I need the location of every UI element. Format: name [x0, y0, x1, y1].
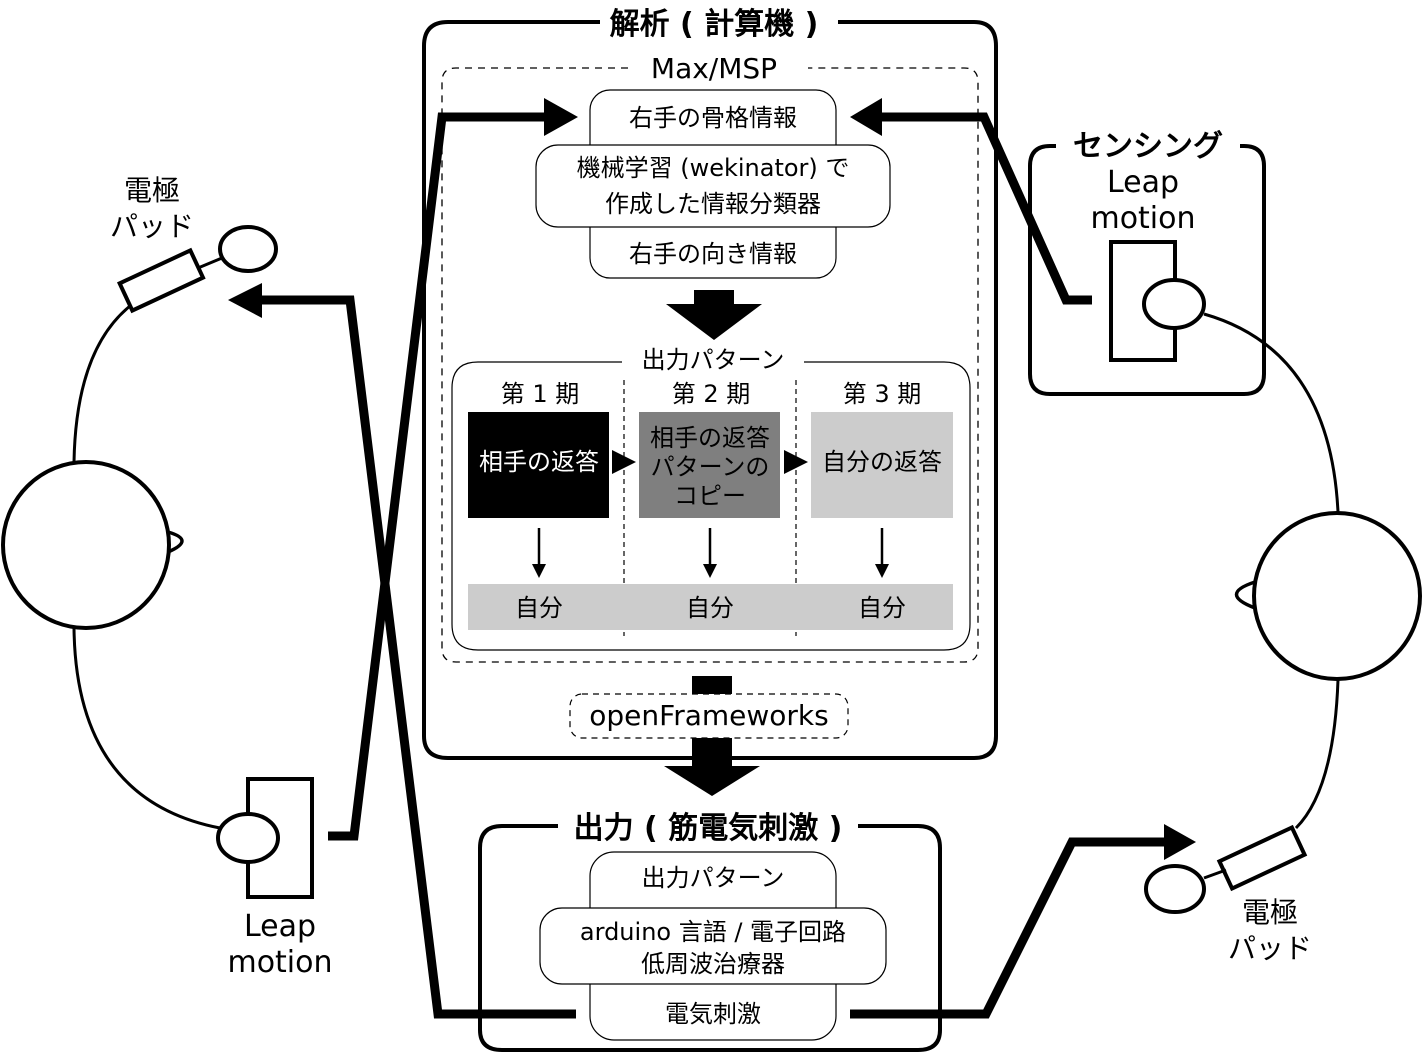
left-electrode-line2: パッド	[110, 210, 194, 243]
classifier-box: 機械学習 (wekinator) で 作成した情報分類器	[535, 144, 891, 228]
left-device-line2: motion	[227, 945, 332, 980]
classifier-line2: 作成した情報分類器	[605, 190, 821, 218]
maxmsp-box: Max/MSP	[441, 52, 979, 663]
maxmsp-label: Max/MSP	[651, 52, 777, 85]
left-hand-icon	[218, 225, 278, 273]
flow-stimulation-to-right-electrode	[850, 837, 1168, 1019]
circuit-line2: 低周波治療器	[641, 950, 785, 978]
phase-1-box-line: 相手の返答	[479, 448, 599, 476]
left-nose-icon	[167, 530, 184, 554]
phase-3-header: 第 3 期	[843, 380, 922, 408]
circuit-line1: arduino 言語 / 電子回路	[580, 918, 846, 946]
phase-2-box-line: パターンの	[651, 453, 770, 481]
sensing-title: センシング	[1073, 129, 1223, 164]
left-device-line1: Leap	[244, 909, 316, 944]
openframeworks-box: openFrameworks	[569, 693, 849, 739]
play-arrow-icon	[612, 450, 636, 474]
connector-block	[692, 676, 732, 696]
output-pattern-box: 出力パターン 第 1 期 相手の返答 自分 第 2 期 相手の返答 パターンの …	[451, 346, 971, 651]
flow-right-sensor-to-analysis	[880, 112, 1092, 305]
phase-2: 第 2 期 相手の返答 パターンの コピー 自分	[639, 380, 780, 622]
left-hand-icon	[216, 812, 280, 864]
right-electrode-line1: 電極	[1242, 896, 1298, 929]
orientation-info-label: 右手の向き情報	[629, 240, 797, 268]
hand-icon	[1142, 278, 1206, 330]
left-person: 電極 パッド Leap motion	[1, 174, 333, 980]
play-arrow-icon	[784, 450, 808, 474]
sensing-box: センシング Leap motion	[1028, 129, 1266, 396]
analysis-title: 解析 ( 計算機 )	[610, 7, 819, 42]
phase-3: 第 3 期 自分の返答 自分	[811, 380, 953, 622]
phase-1: 第 1 期 相手の返答 自分	[468, 380, 609, 622]
arrow-right-icon	[544, 98, 578, 136]
phase-2-box-line: コピー	[674, 482, 746, 510]
arrow-left-icon	[228, 283, 262, 318]
sensing-device-line2: motion	[1090, 201, 1195, 236]
sensing-device-line1: Leap	[1107, 165, 1179, 200]
right-electrode-pad	[1216, 824, 1308, 892]
output-title: 出力 ( 筋電気刺激 )	[574, 811, 843, 846]
skeleton-info-label: 右手の骨格情報	[629, 104, 797, 132]
down-arrow-icon	[664, 736, 760, 796]
stimulation-label: 電気刺激	[665, 1000, 761, 1028]
output-pattern-label: 出力パターン	[642, 864, 785, 892]
phase-1-box	[468, 412, 609, 518]
phase-1-header: 第 1 期	[501, 380, 580, 408]
arrow-left-icon	[850, 98, 882, 136]
arrow-down-icon	[875, 564, 889, 578]
arrow-right-icon	[1164, 824, 1196, 860]
phase-1-self: 自分	[515, 594, 563, 622]
classifier-line1: 機械学習 (wekinator) で	[577, 154, 850, 182]
output-box: 出力 ( 筋電気刺激 )	[478, 811, 942, 1052]
flow-stimulation-to-left-electrode	[260, 295, 576, 1019]
output-pattern-title: 出力パターン	[642, 346, 785, 374]
left-electrode-pad	[116, 247, 206, 314]
phase-3-box-line: 自分の返答	[822, 448, 942, 476]
phase-3-self: 自分	[858, 594, 906, 622]
flow-lines	[260, 112, 1168, 1019]
arrow-down-icon	[703, 564, 717, 578]
arrow-down-icon	[532, 564, 546, 578]
flow-left-sensor-to-analysis	[328, 112, 548, 841]
self-row	[468, 584, 953, 630]
phase-3-box	[811, 412, 953, 518]
phase-2-box	[639, 412, 780, 518]
right-nose-icon	[1234, 580, 1256, 610]
phase-2-box-line: 相手の返答	[650, 424, 770, 452]
right-head-icon	[1252, 511, 1422, 681]
right-electrode-line2: パッド	[1228, 932, 1312, 965]
right-person: 電極 パッド	[1144, 312, 1422, 965]
openframeworks-label: openFrameworks	[589, 699, 828, 732]
left-electrode-line1: 電極	[124, 174, 180, 207]
left-head-icon	[1, 460, 171, 630]
phase-2-header: 第 2 期	[672, 380, 751, 408]
phase-2-self: 自分	[686, 594, 734, 622]
down-arrow-icon	[666, 290, 762, 340]
right-hand-icon	[1144, 864, 1206, 914]
circuit-box: arduino 言語 / 電子回路 低周波治療器	[539, 907, 887, 985]
